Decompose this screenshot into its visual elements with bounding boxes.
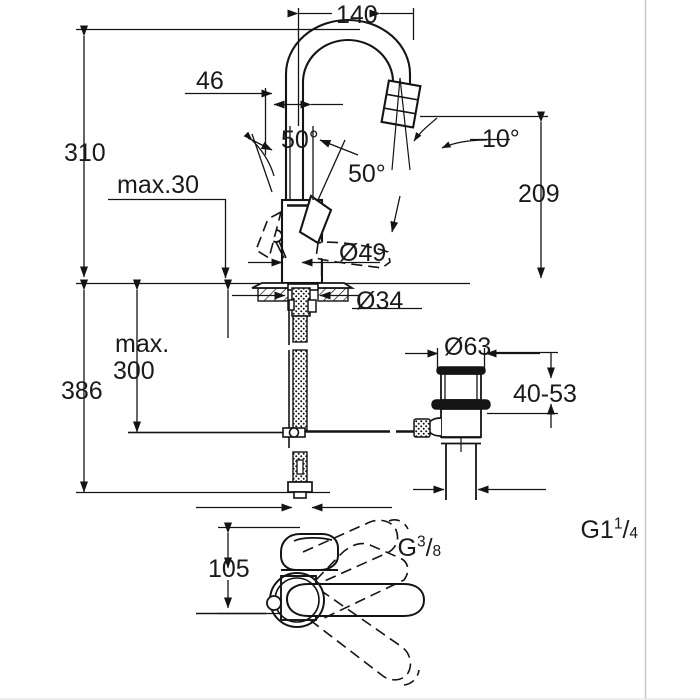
dimension-d63 — [405, 348, 540, 370]
label-d49: Ø49 — [339, 239, 387, 267]
dimension-40-53 — [487, 351, 558, 428]
angle-10-centerline — [391, 77, 411, 171]
angle-50-left-arrowhead — [247, 137, 273, 151]
label-d34: Ø34 — [356, 287, 404, 315]
label-max: max. — [115, 330, 170, 358]
label-40-53: 40-53 — [513, 380, 577, 408]
popup-linkage — [128, 427, 436, 438]
dimension-386 — [76, 279, 330, 494]
threaded-shank — [287, 287, 317, 499]
label-angle-50-right: 50° — [348, 160, 386, 188]
dimension-d34 — [232, 291, 422, 310]
angle-50-right — [312, 126, 359, 201]
lever-phantom-left — [255, 210, 283, 260]
leader-max-30 — [108, 198, 230, 279]
spout-body — [284, 18, 412, 232]
dimension-46 — [185, 88, 273, 155]
label-46: 46 — [196, 67, 224, 95]
plan-view — [218, 519, 426, 686]
dimension-209 — [420, 111, 548, 279]
label-140: 140 — [336, 1, 378, 29]
angle-50-right-lower-arrow — [390, 195, 401, 233]
label-angle-10: 10° — [482, 125, 520, 153]
angle-10-arrows — [413, 117, 488, 149]
label-max-30: max.30 — [117, 171, 199, 199]
lever-phantom-right — [315, 241, 391, 269]
label-310: 310 — [64, 139, 106, 167]
label-g38: G3/8 — [397, 533, 442, 562]
label-g114-numerator: 1 — [613, 515, 623, 533]
label-g114-denominator: 4 — [629, 524, 639, 542]
label-g114-base: G1 — [580, 515, 614, 544]
waste-assembly — [413, 366, 491, 500]
label-g114: G11/4 — [580, 515, 639, 544]
label-209: 209 — [518, 180, 560, 208]
dimension-140 — [273, 8, 415, 126]
spout-aerator — [380, 79, 422, 129]
label-angle-50-left: 50° — [281, 126, 319, 154]
label-d63: Ø63 — [444, 333, 492, 361]
label-105: 105 — [208, 555, 250, 583]
label-386: 386 — [61, 377, 103, 405]
label-300: 300 — [113, 357, 155, 385]
label-g38-base: G — [397, 533, 417, 562]
label-g38-denominator: 8 — [432, 542, 442, 560]
dimension-d49 — [248, 258, 380, 276]
label-g38-numerator: 3 — [416, 533, 426, 551]
deck-surface — [251, 282, 356, 302]
angle-50-left — [243, 126, 291, 200]
